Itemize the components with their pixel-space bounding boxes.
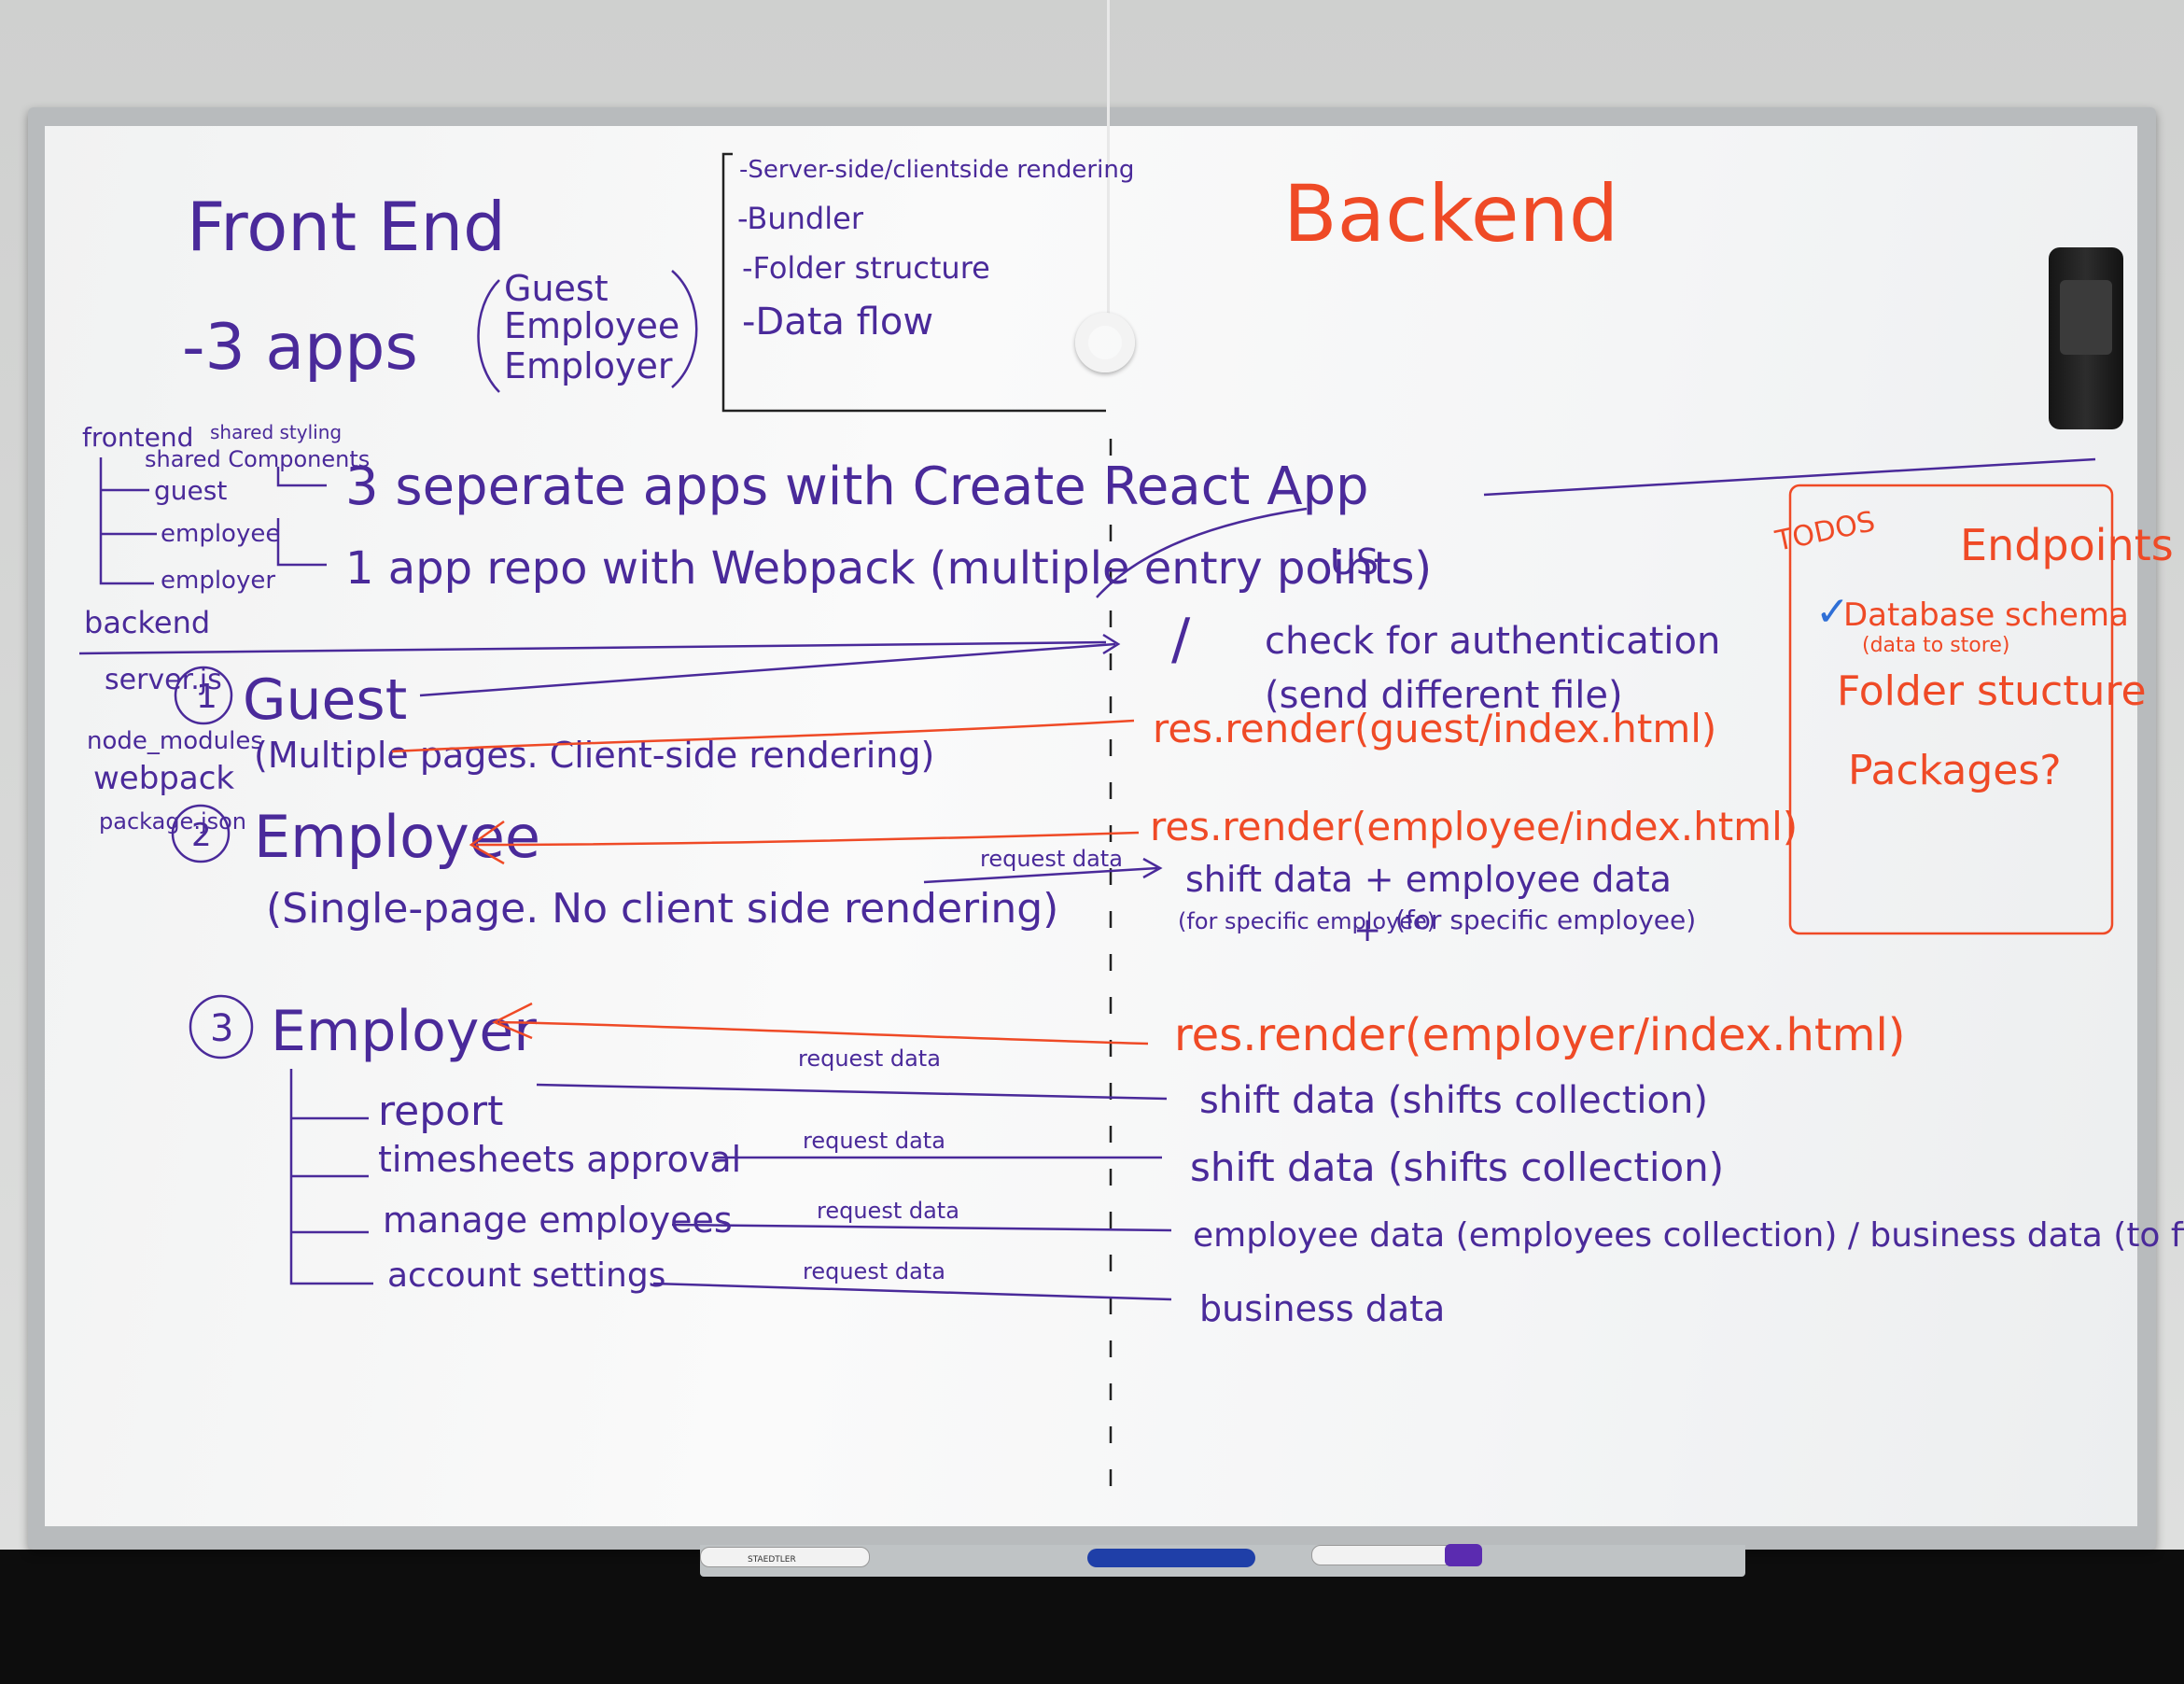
employee-plus: +: [1353, 911, 1381, 949]
app-employer: Employer: [504, 345, 673, 386]
tree-employer: employer: [161, 567, 275, 595]
option-arrow-1: [276, 467, 327, 487]
server-us: US: [1330, 541, 1379, 582]
tree-employee: employee: [161, 520, 280, 548]
employee-response: shift data + employee data: [1185, 859, 1672, 900]
marker-tray: STAEDTLER: [700, 1544, 1745, 1577]
employer-tree-trunk: [289, 1069, 373, 1285]
purple-marker[interactable]: [1311, 1544, 1482, 1566]
eraser-clip: [2060, 280, 2112, 355]
considerations-bracket: [721, 152, 1106, 413]
tree-guest: guest: [154, 475, 227, 506]
guest-render: res.render(guest/index.html): [1153, 706, 1716, 751]
report-request-line: [536, 1083, 1168, 1101]
frontend-title: Front End: [187, 188, 506, 266]
tree-backend: backend: [84, 605, 210, 640]
employee-request-line: [923, 866, 1158, 884]
options-curve: [1096, 507, 1308, 598]
employee-note-b: (for specific employee): [1395, 905, 1696, 935]
apps-close-paren: [671, 270, 698, 388]
option-1: 3 seperate apps with Create React App: [345, 456, 1369, 517]
todo-folder-structure: Folder stucture: [1837, 667, 2147, 715]
employer-request-manage: request data: [817, 1198, 959, 1224]
server-root-route: /: [1171, 607, 1191, 672]
file-node-modules: node_modules: [87, 727, 263, 755]
guest-number-circle: [174, 666, 233, 725]
employer-title: Employer: [271, 999, 537, 1064]
consideration-rendering: -Server-side/clientside rendering: [739, 156, 1134, 184]
employer-response-account: business data: [1199, 1288, 1445, 1329]
guest-title: Guest: [243, 667, 407, 733]
consideration-folder-structure: -Folder structure: [742, 250, 990, 286]
employer-item-account: account settings: [387, 1256, 665, 1295]
tree-root: frontend: [82, 422, 193, 453]
blue-marker[interactable]: [1087, 1549, 1255, 1567]
todo-schema-note: (data to store): [1862, 634, 2009, 657]
account-request-line: [652, 1282, 1172, 1301]
employee-number-circle: [171, 804, 231, 863]
employer-request-report: request data: [798, 1045, 941, 1072]
todos-heading: Endpoints: [1960, 520, 2174, 570]
checkmark-icon: ✓: [1815, 588, 1850, 636]
employee-desc: (Single-page. No client side rendering): [266, 885, 1058, 933]
employer-item-manage: manage employees: [383, 1200, 733, 1241]
consideration-bundler: -Bundler: [737, 201, 864, 236]
employer-response-report: shift data (shifts collection): [1199, 1079, 1708, 1122]
tree-trunk: [99, 457, 154, 585]
employer-item-report: report: [378, 1088, 503, 1135]
server-send-file: (send different file): [1265, 674, 1623, 717]
employer-response-arrow: [498, 1020, 1149, 1045]
arrow-head: [469, 820, 505, 865]
app-guest: Guest: [504, 268, 609, 309]
option-arrow-2: [276, 518, 327, 567]
server-check-auth: check for authentication: [1265, 620, 1720, 663]
employer-response-timesheets: shift data (shifts collection): [1190, 1144, 1724, 1190]
arrow-head: [492, 1002, 533, 1040]
manage-request-line: [671, 1223, 1172, 1232]
employer-request-account: request data: [803, 1258, 945, 1284]
employee-title: Employee: [254, 803, 540, 871]
file-webpack: webpack: [93, 760, 234, 797]
employee-response-arrow: [475, 831, 1140, 847]
arrow-head: [1142, 857, 1163, 879]
guest-request-line: [419, 642, 1116, 697]
employee-render: res.render(employee/index.html): [1150, 804, 1798, 849]
todos-box: [1788, 484, 2114, 935]
option-2: 1 app repo with Webpack (multiple entry …: [345, 542, 1432, 595]
guest-desc: (Multiple pages. Client-side rendering): [254, 735, 934, 776]
apps-open-paren: [477, 279, 500, 393]
employer-response-manage: employee data (employees collection) / b…: [1193, 1216, 2184, 1255]
backend-title: Backend: [1283, 168, 1618, 260]
employee-note-a: (for specific employee): [1178, 908, 1435, 934]
frontend-backend-separator: [78, 640, 1107, 655]
todos-title: TODOS: [1771, 505, 1878, 558]
todo-packages: Packages?: [1848, 747, 2062, 794]
tree-shared: shared Components: [145, 446, 370, 472]
employer-number: 3: [210, 1007, 233, 1050]
guest-number: 1: [196, 678, 217, 716]
hanging-cord: [1107, 0, 1110, 317]
employee-number: 2: [191, 817, 212, 854]
tree-extra: shared styling: [210, 421, 342, 443]
guest-response-arrow: [391, 719, 1135, 753]
employer-render: res.render(employer/index.html): [1174, 1009, 1906, 1061]
apps-label: -3 apps: [182, 311, 418, 385]
backend-divider-line: [1483, 457, 2096, 497]
server-label: server.js: [105, 664, 222, 696]
employer-request-timesheets: request data: [803, 1128, 945, 1154]
employer-number-circle: [189, 994, 254, 1060]
black-marker[interactable]: STAEDTLER: [700, 1547, 870, 1567]
app-employee: Employee: [504, 305, 679, 346]
todo-database-schema: Database schema: [1843, 596, 2129, 634]
employee-request: request data: [980, 846, 1123, 872]
arrow-head: [1102, 633, 1121, 655]
consideration-data-flow: -Data flow: [742, 301, 933, 344]
employer-item-timesheets: timesheets approval: [378, 1139, 741, 1180]
